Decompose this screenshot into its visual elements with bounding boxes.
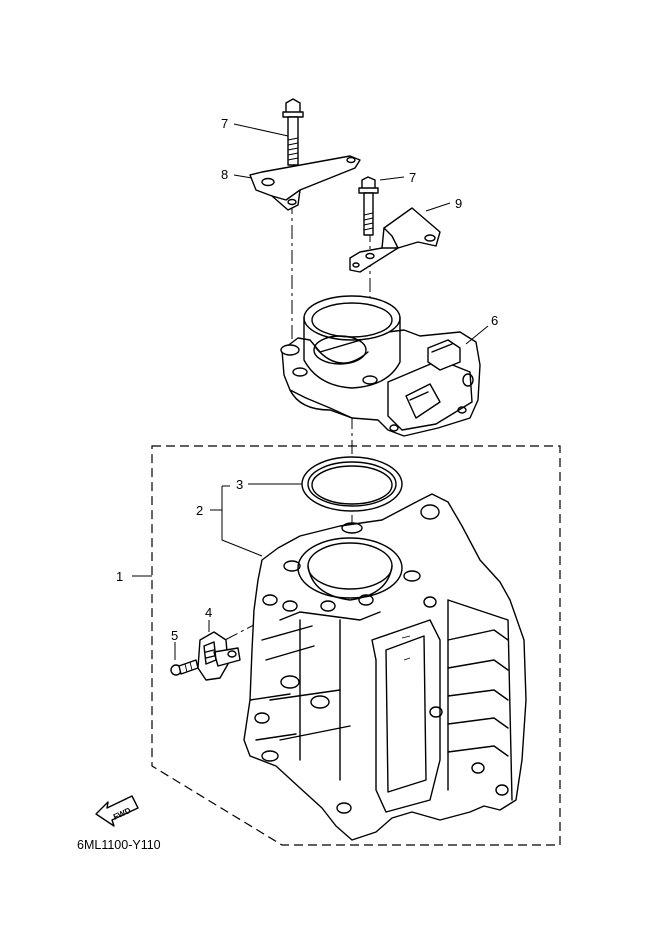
- callout-7-upper: 7: [221, 116, 228, 131]
- forward-arrow-icon: FWD: [95, 795, 139, 827]
- bracket-lower: [349, 207, 441, 273]
- callout-9: 9: [455, 196, 462, 211]
- callout-8: 8: [221, 167, 228, 182]
- callout-6: 6: [491, 313, 498, 328]
- bracket-upper: [249, 155, 361, 211]
- intake-housing: [243, 493, 527, 841]
- bolt-short: [358, 176, 379, 236]
- callout-1: 1: [116, 569, 123, 584]
- screw: [170, 659, 199, 676]
- callout-2: 2: [196, 503, 203, 518]
- callout-labels: 1 2 3 4 5 6 7 7 8 9: [116, 116, 498, 643]
- sensor: [197, 631, 241, 681]
- callout-5: 5: [171, 628, 178, 643]
- throttle-body: [280, 295, 481, 437]
- assembly-boundary: [151, 445, 561, 846]
- gasket-ring: [301, 456, 403, 512]
- diagram-part-code: 6ML1100-Y110: [77, 838, 161, 852]
- callout-3: 3: [236, 477, 243, 492]
- callout-7-lower: 7: [409, 170, 416, 185]
- bolt-long: [282, 98, 304, 166]
- callout-4: 4: [205, 605, 212, 620]
- leader-lines: [132, 123, 489, 660]
